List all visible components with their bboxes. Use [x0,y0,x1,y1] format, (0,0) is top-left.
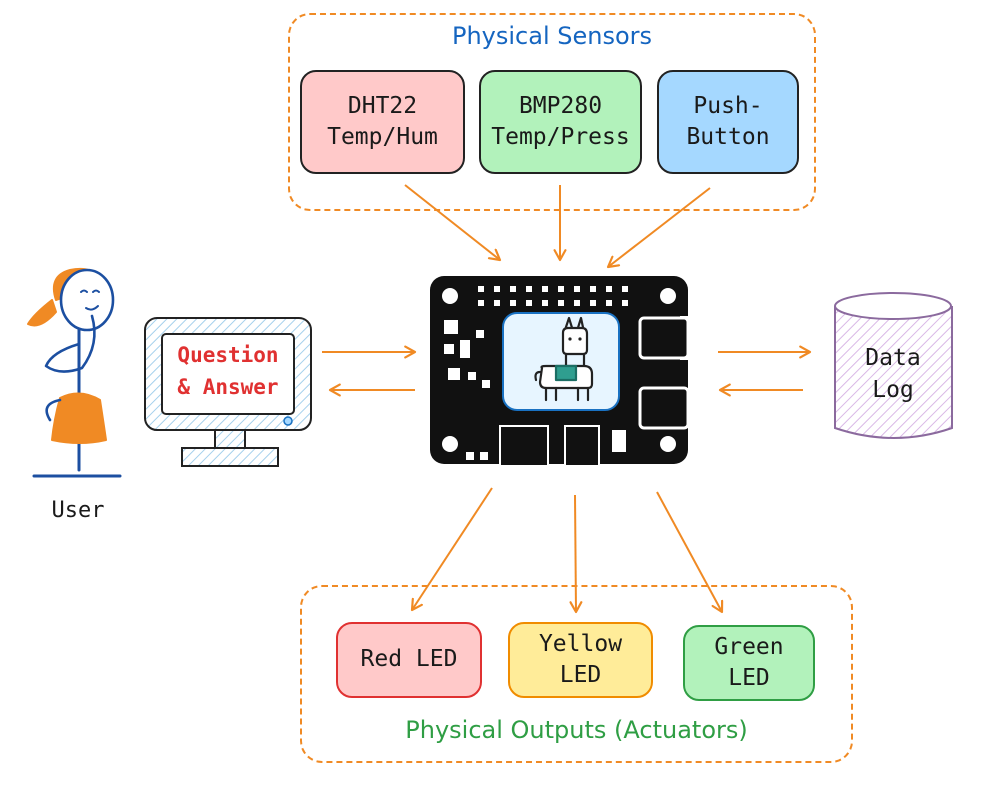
monitor-line2: & Answer [177,374,279,399]
arrow-board-to-yellow-led [569,494,583,614]
arrows-board-to-outputs [410,487,724,614]
red-led-node: Red LED [336,622,482,698]
green-led-line1: Green [714,633,784,660]
dht22-sensor-node: DHT22 Temp/Hum [300,70,465,174]
bmp280-sensor-node: BMP280 Temp/Press [479,70,642,174]
yellow-led-line1: Yellow [538,630,623,657]
data-log-line1: Data [865,345,921,371]
red-led-line1: Red LED [360,646,458,673]
physical-outputs-title: Physical Outputs (Actuators) [405,716,748,744]
yellow-led-line2: LED [559,662,602,688]
arrow-board-to-green-led [656,491,724,614]
monitor-screen-text: Question & Answer [162,340,294,403]
physical-outputs-group [300,585,853,763]
arrows-sensors-to-board [404,184,711,269]
green-led-node: Green LED [683,625,815,701]
push-button-line2: Button [686,124,770,150]
physical-sensors-title: Physical Sensors [451,22,653,50]
data-log-line2: Log [872,377,914,404]
physical-sensors-group [288,13,816,211]
user-label: User [51,498,105,523]
stick-figure-user-icon [27,267,122,478]
arrow-dht22-to-board [404,184,502,262]
arrow-board-to-red-led [410,487,493,612]
yellow-led-node: Yellow LED [508,622,653,698]
bmp280-line1: BMP280 [518,92,603,119]
arrows-monitor-board [322,345,417,397]
database-cylinder-icon [834,292,953,439]
bmp280-line2: Temp/Press [491,124,630,150]
push-button-node: Push- Button [657,70,799,174]
data-log-text: Data Log [835,342,951,406]
arrows-board-datalog [718,345,812,397]
dht22-line2: Temp/Hum [327,124,438,150]
monitor-line1: Question [177,343,279,367]
push-button-line1: Push- [693,92,763,119]
arrow-button-to-board [606,187,711,269]
green-led-line2: LED [728,665,770,691]
llama-icon [534,316,594,402]
computer-monitor-icon [144,317,312,467]
dht22-line1: DHT22 [347,92,418,119]
